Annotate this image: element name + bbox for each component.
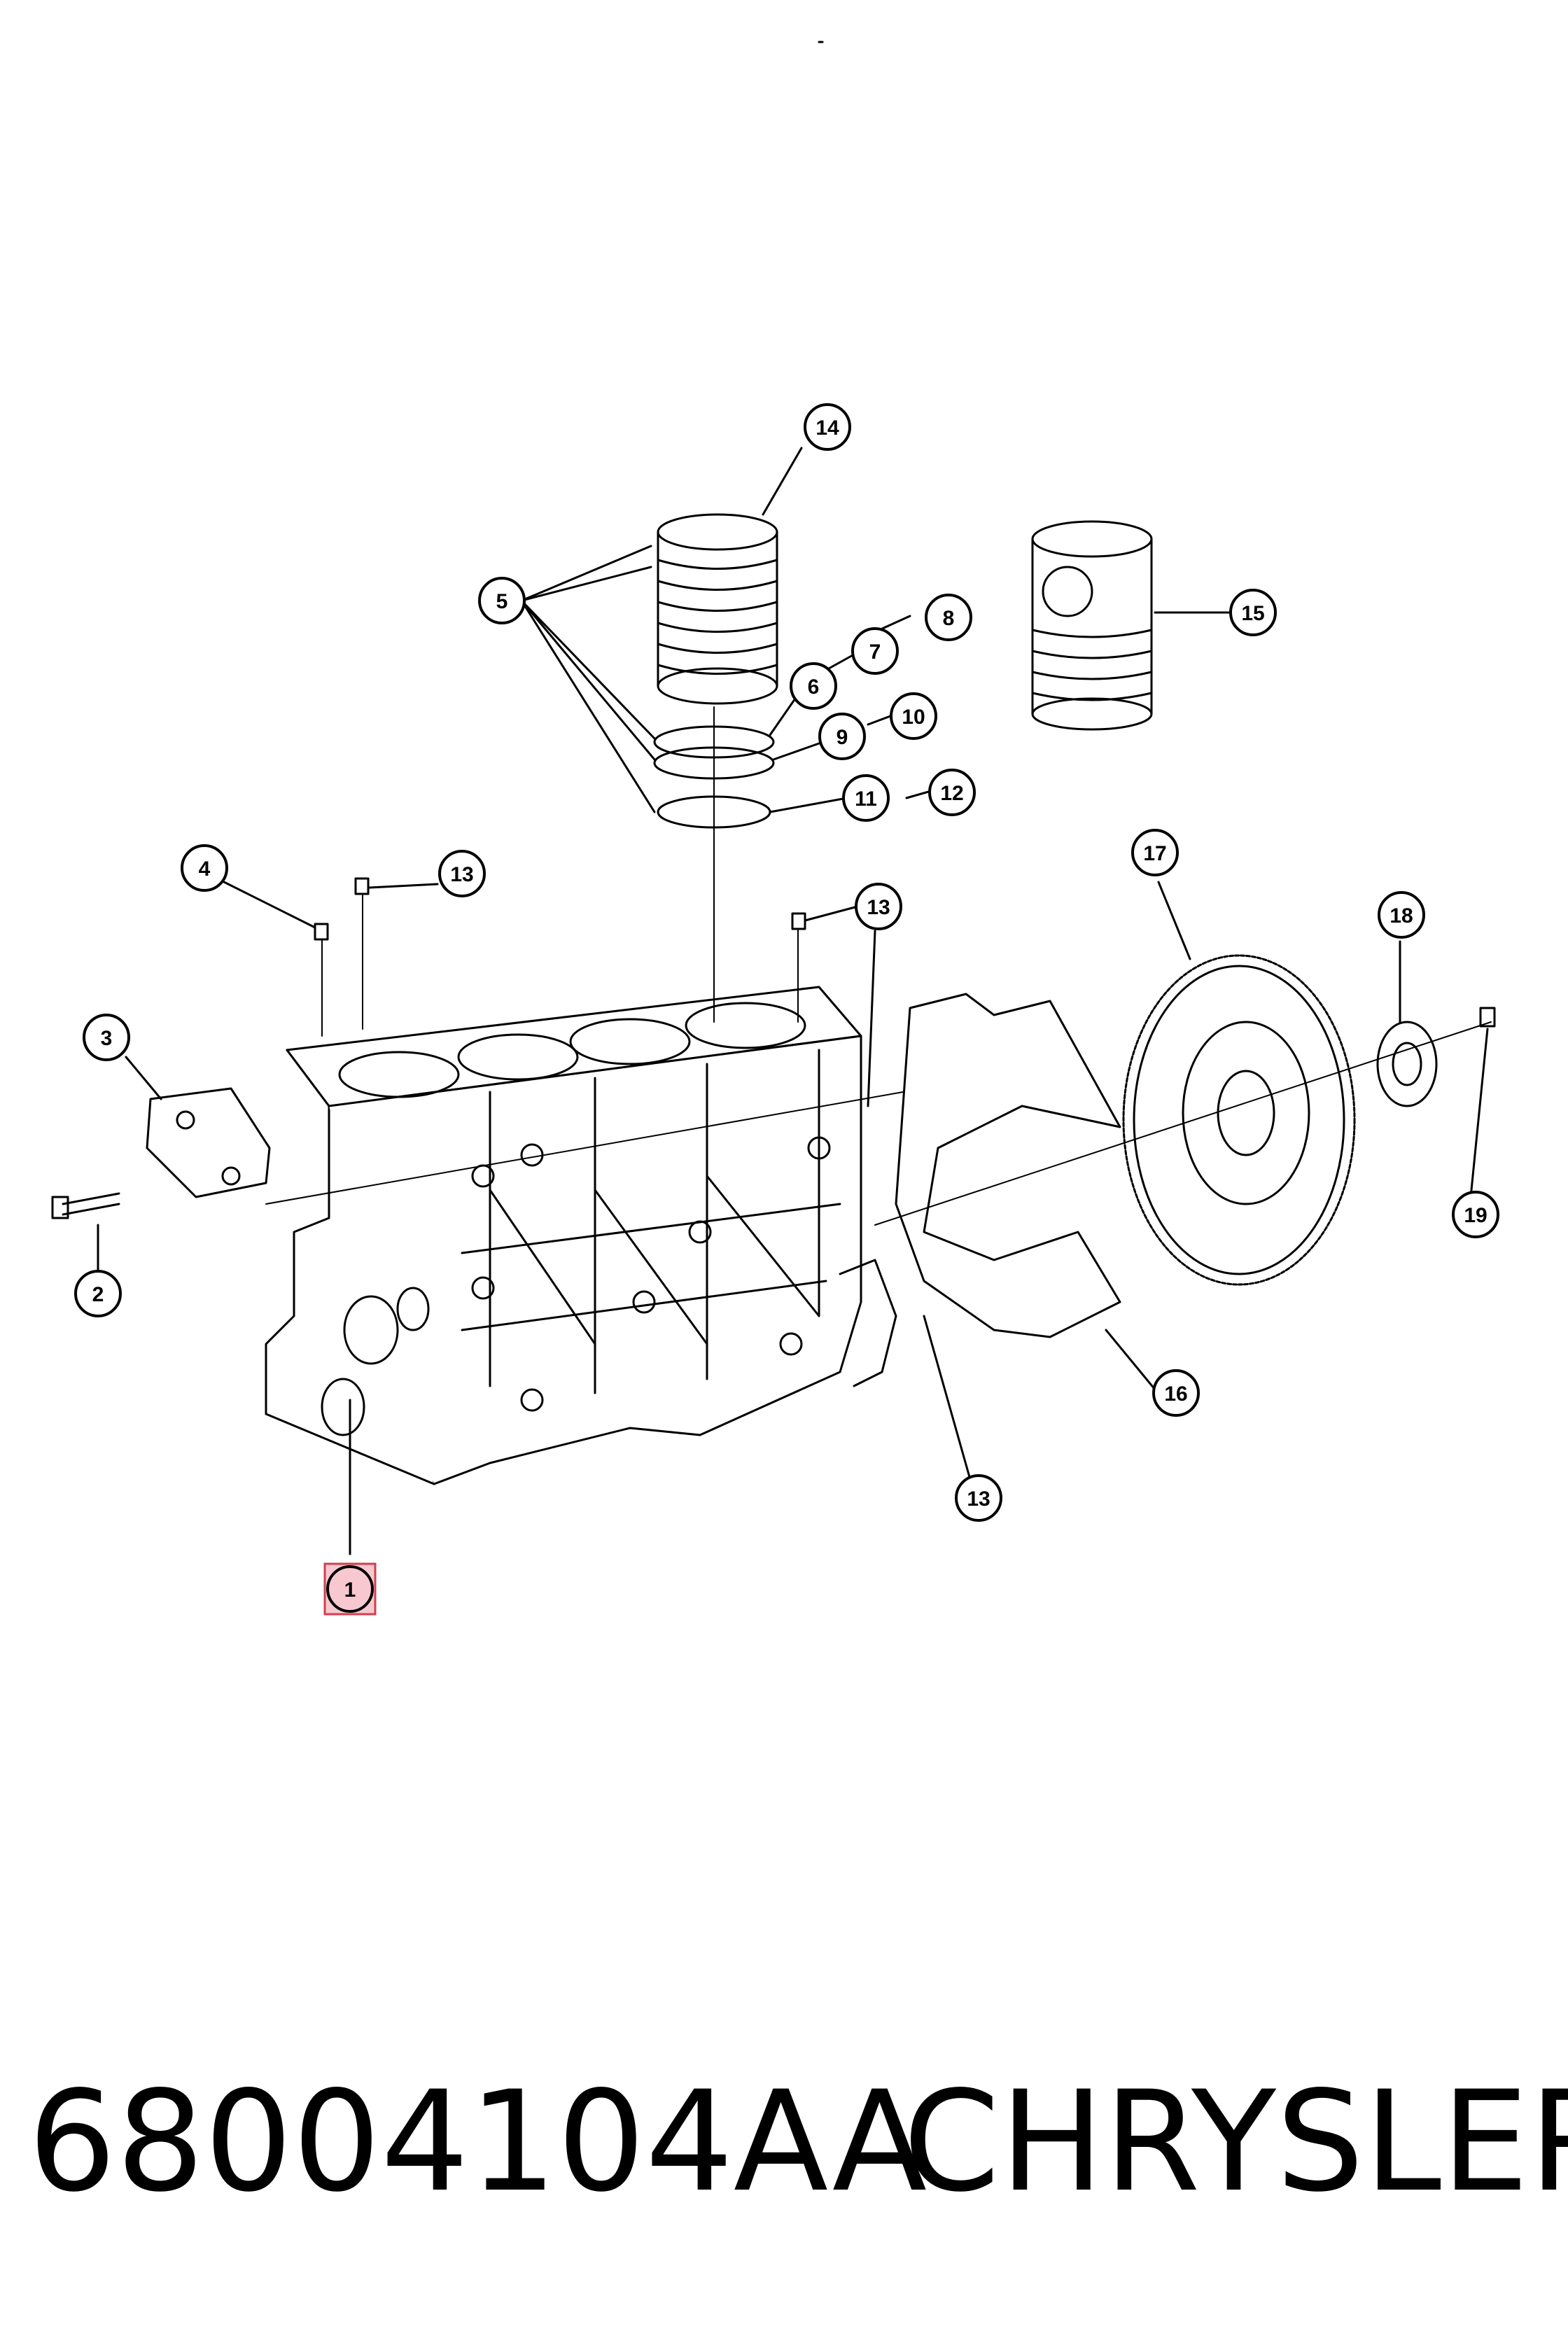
callout-circle bbox=[478, 577, 526, 624]
callout-8: 8 bbox=[925, 594, 972, 641]
callout-4: 4 bbox=[181, 844, 228, 892]
callout-label: 9 bbox=[836, 726, 848, 749]
callout-circle bbox=[818, 713, 866, 760]
callout-circle bbox=[890, 692, 937, 740]
callout-12: 12 bbox=[928, 769, 976, 816]
callout-9: 9 bbox=[818, 713, 866, 760]
callout-circle bbox=[790, 662, 837, 710]
callout-circle bbox=[855, 883, 902, 930]
callout-label: 8 bbox=[943, 607, 955, 630]
callout-label: 11 bbox=[855, 788, 877, 811]
callout-label: 15 bbox=[1241, 602, 1264, 625]
engine-block bbox=[265, 986, 897, 1485]
callout-13: 13 bbox=[955, 1474, 1002, 1522]
callout-label: 14 bbox=[816, 416, 839, 440]
callout-label: 12 bbox=[940, 782, 963, 805]
callout-1: 1 bbox=[323, 1562, 377, 1616]
callout-14: 14 bbox=[804, 403, 851, 451]
callout-circle bbox=[181, 844, 228, 892]
callout-label: 4 bbox=[199, 858, 211, 881]
callout-label: 10 bbox=[902, 706, 925, 729]
callout-label: 2 bbox=[92, 1283, 104, 1306]
callout-label: 18 bbox=[1390, 904, 1413, 927]
bolt bbox=[51, 1192, 120, 1219]
footer: 68004104AA CHRYSLER bbox=[0, 2051, 1568, 2233]
callout-13: 13 bbox=[438, 850, 486, 897]
callout-circle bbox=[1229, 589, 1277, 636]
stud bbox=[354, 877, 370, 895]
callout-circle bbox=[74, 1270, 122, 1317]
callout-6: 6 bbox=[790, 662, 837, 710]
callout-circle bbox=[851, 627, 899, 675]
callout-label: 13 bbox=[967, 1488, 990, 1511]
callout-10: 10 bbox=[890, 692, 937, 740]
flywheel bbox=[1122, 954, 1356, 1286]
callout-label: 7 bbox=[869, 640, 881, 664]
callout-label: 3 bbox=[101, 1027, 113, 1050]
callout-5: 5 bbox=[478, 577, 526, 624]
callout-17: 17 bbox=[1131, 829, 1179, 876]
callout-11: 11 bbox=[842, 774, 890, 822]
callout-label: 1 bbox=[344, 1578, 356, 1602]
callout-circle bbox=[1452, 1191, 1499, 1238]
flywheel-bolt bbox=[1479, 1007, 1496, 1028]
mount-bracket bbox=[146, 1087, 271, 1198]
callout-13: 13 bbox=[855, 883, 902, 930]
dowel-pin bbox=[314, 923, 329, 941]
callout-circle bbox=[1152, 1369, 1200, 1417]
stud bbox=[791, 912, 806, 930]
callout-circle bbox=[1131, 829, 1179, 876]
callout-label: 17 bbox=[1143, 842, 1166, 865]
callout-circle bbox=[955, 1474, 1002, 1522]
callout-circle bbox=[326, 1565, 374, 1613]
callout-label: 19 bbox=[1464, 1204, 1487, 1227]
callout-circle bbox=[1378, 891, 1425, 939]
piston bbox=[1031, 520, 1153, 731]
callout-15: 15 bbox=[1229, 589, 1277, 636]
callout-3: 3 bbox=[83, 1014, 130, 1061]
callout-circle bbox=[804, 403, 851, 451]
callout-circle bbox=[928, 769, 976, 816]
callout-circle bbox=[438, 850, 486, 897]
callout-18: 18 bbox=[1378, 891, 1425, 939]
callout-16: 16 bbox=[1152, 1369, 1200, 1417]
callout-label: 13 bbox=[867, 896, 890, 919]
callout-label: 5 bbox=[496, 590, 508, 613]
callout-circle bbox=[925, 594, 972, 641]
callout-19: 19 bbox=[1452, 1191, 1499, 1238]
part-number: 68004104AA bbox=[28, 2061, 927, 2222]
callout-2: 2 bbox=[74, 1270, 122, 1317]
callout-label: 16 bbox=[1164, 1382, 1187, 1406]
brand-name: CHRYSLER bbox=[903, 2061, 1568, 2222]
callout-circle bbox=[842, 774, 890, 822]
callout-circle bbox=[83, 1014, 130, 1061]
callout-label: 6 bbox=[808, 676, 820, 699]
adapter-plate bbox=[895, 993, 1121, 1338]
callout-label: 13 bbox=[450, 863, 473, 886]
cylinder-liner bbox=[657, 513, 778, 705]
callout-7: 7 bbox=[851, 627, 899, 675]
flex-plate-spacer bbox=[1376, 1021, 1438, 1107]
